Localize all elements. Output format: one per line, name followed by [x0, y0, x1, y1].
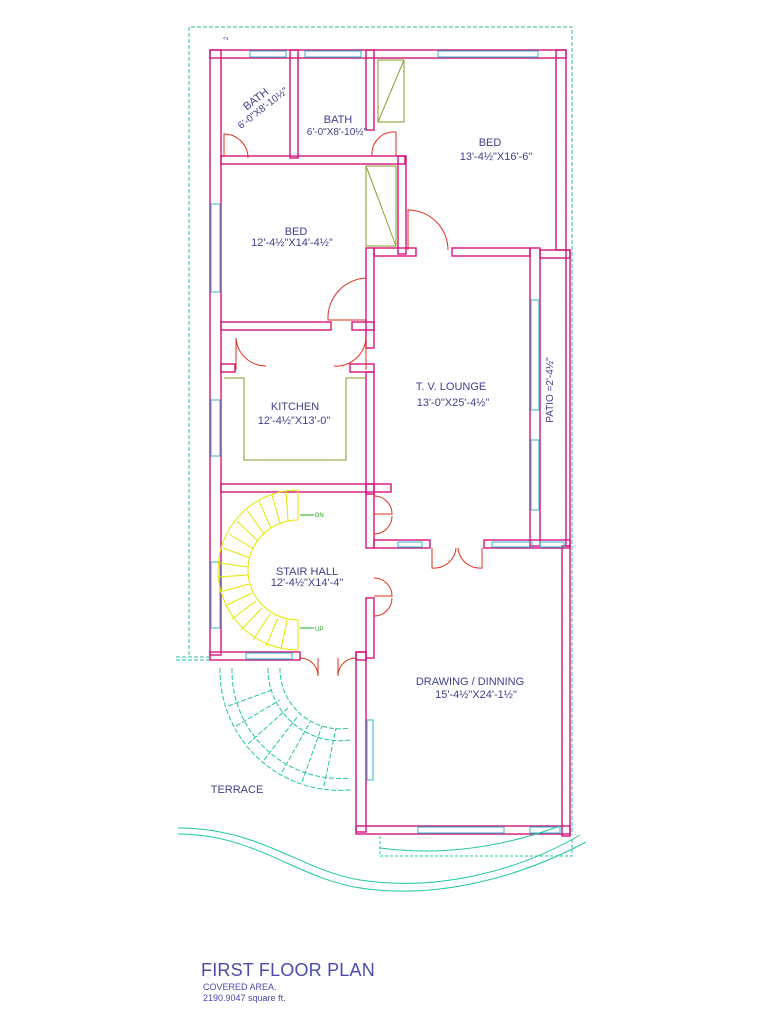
walls [209, 49, 571, 837]
stair-down-label: DN [315, 513, 324, 519]
fixtures [224, 59, 405, 461]
property-boundary [176, 26, 573, 835]
covered-area-label: COVERED AREA. [203, 982, 277, 992]
bath-mid-name: BATH [324, 114, 353, 126]
kitchen-size: 12'-4½"X13'-0" [258, 415, 331, 427]
stair-up-label: UP [315, 627, 323, 633]
terrace-name: TERRACE [211, 784, 264, 796]
stair-hall-size: 12'-4½"X14'-4" [271, 577, 344, 589]
covered-area-value: 2190.9047 square ft. [203, 993, 286, 1003]
windows [210, 50, 565, 834]
doors [223, 131, 483, 677]
terrace-stair [219, 667, 351, 791]
tv-lounge-size: 13'-0"X25'-4½" [417, 397, 490, 409]
bath-left-label: BATH 6'-0"X8'-10½" [236, 85, 291, 131]
bed-right-name: BED [479, 137, 502, 149]
terrace-boundary [177, 825, 587, 892]
bath-mid-size: 6'-0"X8'-10½" [307, 127, 368, 138]
bed-left-name: BED [285, 226, 308, 238]
stair-hall-name: STAIR HALL [276, 566, 338, 578]
bed-right-size: 13'-4½"X16'-6" [460, 151, 533, 163]
plan-title: FIRST FLOOR PLAN [201, 960, 375, 980]
stair [217, 489, 314, 651]
kitchen-name: KITCHEN [271, 401, 319, 413]
drawing-size: 15'-4½"X24'-1½" [435, 689, 517, 701]
drawing-name: DRAWING / DINNING [416, 676, 524, 688]
bed-left-size: 12'-4½"X14'-4½" [251, 237, 333, 249]
tv-lounge-name: T. V. LOUNGE [416, 381, 487, 393]
patio-label: PATIO =2'-4½" [545, 357, 556, 423]
boundary-marker: 2 [224, 36, 230, 40]
